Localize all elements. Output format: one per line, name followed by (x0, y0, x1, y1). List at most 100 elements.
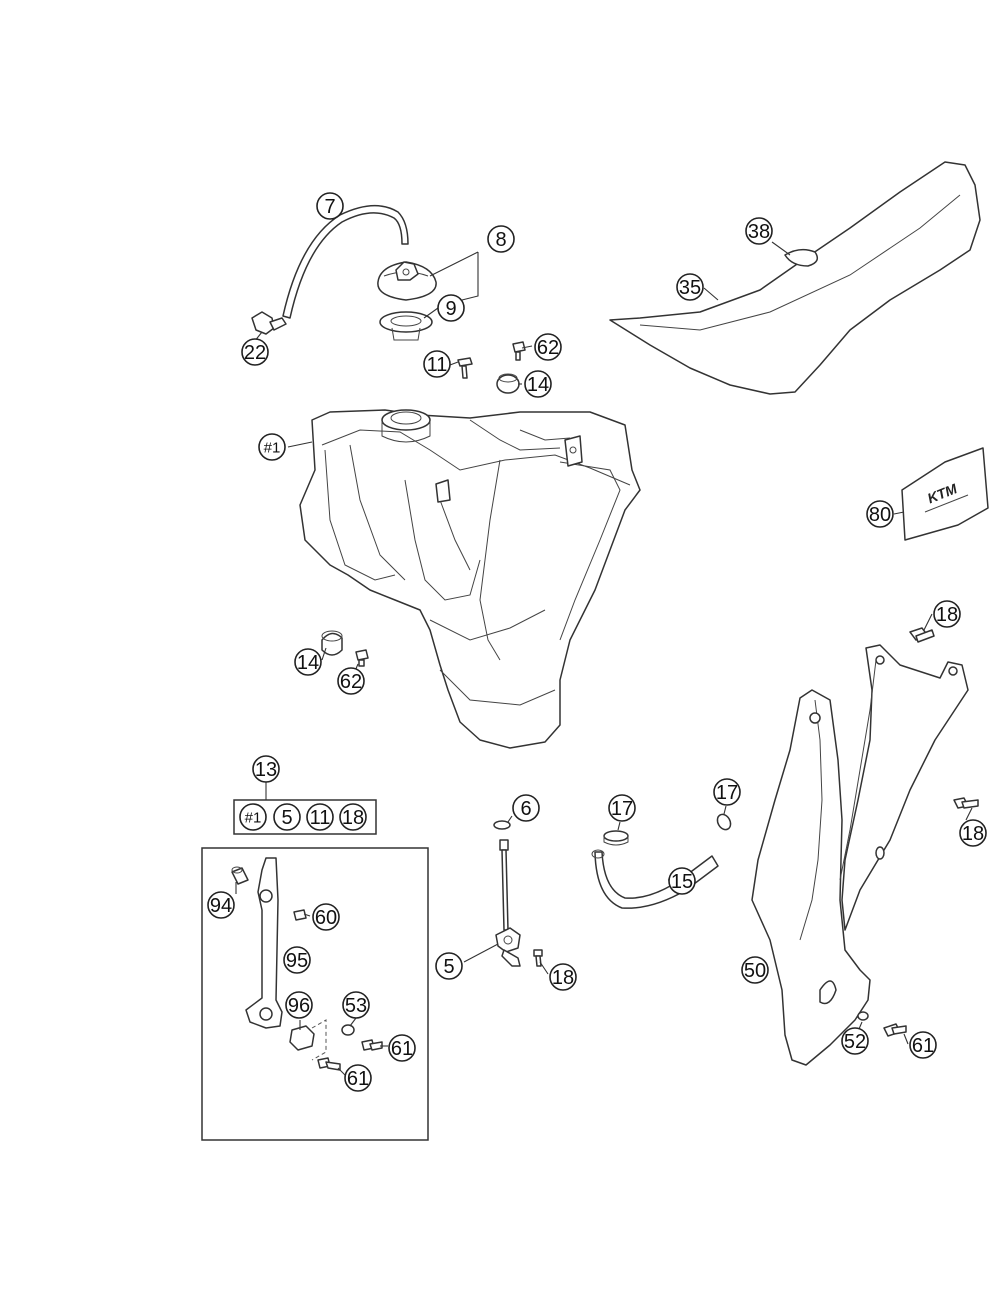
callout-circle (258, 433, 286, 461)
callout-text: 52 (844, 1031, 866, 1053)
callout-circle (487, 225, 515, 253)
callout-text: 50 (744, 960, 766, 982)
callout-circle (745, 217, 773, 245)
callout-text: 8 (495, 229, 506, 251)
callout-text: 17 (611, 798, 633, 820)
tank-bolt-upper (457, 357, 473, 379)
tank-spacer-lower (321, 630, 343, 656)
callout-circle (423, 350, 451, 378)
callout-text: 61 (912, 1035, 934, 1057)
callout-c7: 7 (316, 192, 344, 220)
subassembly-frame (201, 847, 429, 1141)
kit-item-circle (306, 803, 334, 831)
callout-circle (252, 755, 280, 783)
callout-circle (388, 1034, 416, 1062)
callout-circle (337, 667, 365, 695)
tank-screw-upper (512, 341, 526, 361)
callout-text: 38 (748, 221, 770, 243)
cover-screw-right (953, 797, 979, 809)
callout-c18c: 18 (549, 963, 577, 991)
callout-circle (676, 273, 704, 301)
hose-clamp-right (716, 813, 732, 831)
kit-item-circle (239, 803, 267, 831)
callout-c95: 95 (283, 946, 311, 974)
callout-c96: 96 (285, 991, 313, 1019)
tank-screw-lower (355, 649, 369, 667)
callout-circle (933, 600, 961, 628)
callout-c62a: 62 (534, 333, 562, 361)
kit-item-circle (273, 803, 301, 831)
callout-circle (241, 338, 269, 366)
callout-text: 18 (552, 967, 574, 989)
callout-text: 62 (537, 337, 559, 359)
cap-gasket (379, 311, 433, 341)
kit-contents-box (233, 799, 377, 835)
callout-circle (294, 648, 322, 676)
callout-c94: 94 (207, 891, 235, 919)
callout-text: 80 (869, 504, 891, 526)
callout-circle (866, 500, 894, 528)
cover-screw-upper (909, 627, 935, 643)
callout-circle (668, 867, 696, 895)
callout-circle (713, 778, 741, 806)
callout-text: 94 (210, 895, 232, 917)
callout-c9: 9 (437, 294, 465, 322)
kit-item-k1: #1 (239, 803, 267, 831)
callout-text: 14 (297, 652, 319, 674)
mounting-bracket (245, 857, 283, 1029)
callout-c18b: 18 (959, 819, 987, 847)
callout-circle (283, 946, 311, 974)
vent-hose (282, 205, 409, 319)
kit-item-text: 5 (281, 807, 292, 829)
kit-item-circle (339, 803, 367, 831)
callout-text: 22 (244, 342, 266, 364)
callout-text: 14 (527, 374, 549, 396)
kit-item-text: 18 (342, 807, 364, 829)
bracket-screw-61b (317, 1057, 341, 1071)
rubber-block (289, 1025, 315, 1051)
callout-circle (437, 294, 465, 322)
callout-text: 5 (443, 956, 454, 978)
callout-c60: 60 (312, 903, 340, 931)
callout-text: 61 (391, 1038, 413, 1060)
kit-item-k11: 11 (306, 803, 334, 831)
callout-text: 7 (324, 196, 335, 218)
leader-lines (235, 241, 973, 1077)
callout-circle (524, 370, 552, 398)
callout-c62b: 62 (337, 667, 365, 695)
callout-circle (549, 963, 577, 991)
callout-c35: 35 (676, 273, 704, 301)
hose-clamp-left (603, 830, 629, 846)
callout-c61b: 61 (344, 1064, 372, 1092)
callout-c17a: 17 (608, 794, 636, 822)
callout-c38: 38 (745, 217, 773, 245)
callout-text: 15 (671, 871, 693, 893)
callout-circle (841, 1027, 869, 1055)
callout-circle (207, 891, 235, 919)
kit-item-k18: 18 (339, 803, 367, 831)
callout-text: 13 (255, 759, 277, 781)
callout-circle (741, 956, 769, 984)
callout-c8: 8 (487, 225, 515, 253)
callout-text: 96 (288, 995, 310, 1017)
callout-text: 61 (347, 1068, 369, 1090)
bracket-screw-60 (293, 909, 307, 921)
callout-circle (534, 333, 562, 361)
callout-text: 53 (345, 995, 367, 1017)
callout-circle (342, 991, 370, 1019)
callout-circle (316, 192, 344, 220)
callout-text: #1 (264, 440, 281, 457)
fuel-cap (377, 261, 437, 301)
callout-text: 62 (340, 671, 362, 693)
callout-circle (608, 794, 636, 822)
callout-c53: 53 (342, 991, 370, 1019)
bracket-spacer (231, 866, 249, 885)
kit-item-text: #1 (245, 810, 262, 827)
callout-c80: 80 (866, 500, 894, 528)
callout-circle (959, 819, 987, 847)
callout-c1: #1 (258, 433, 286, 461)
fuel-tap (493, 820, 521, 967)
callout-text: 18 (936, 604, 958, 626)
